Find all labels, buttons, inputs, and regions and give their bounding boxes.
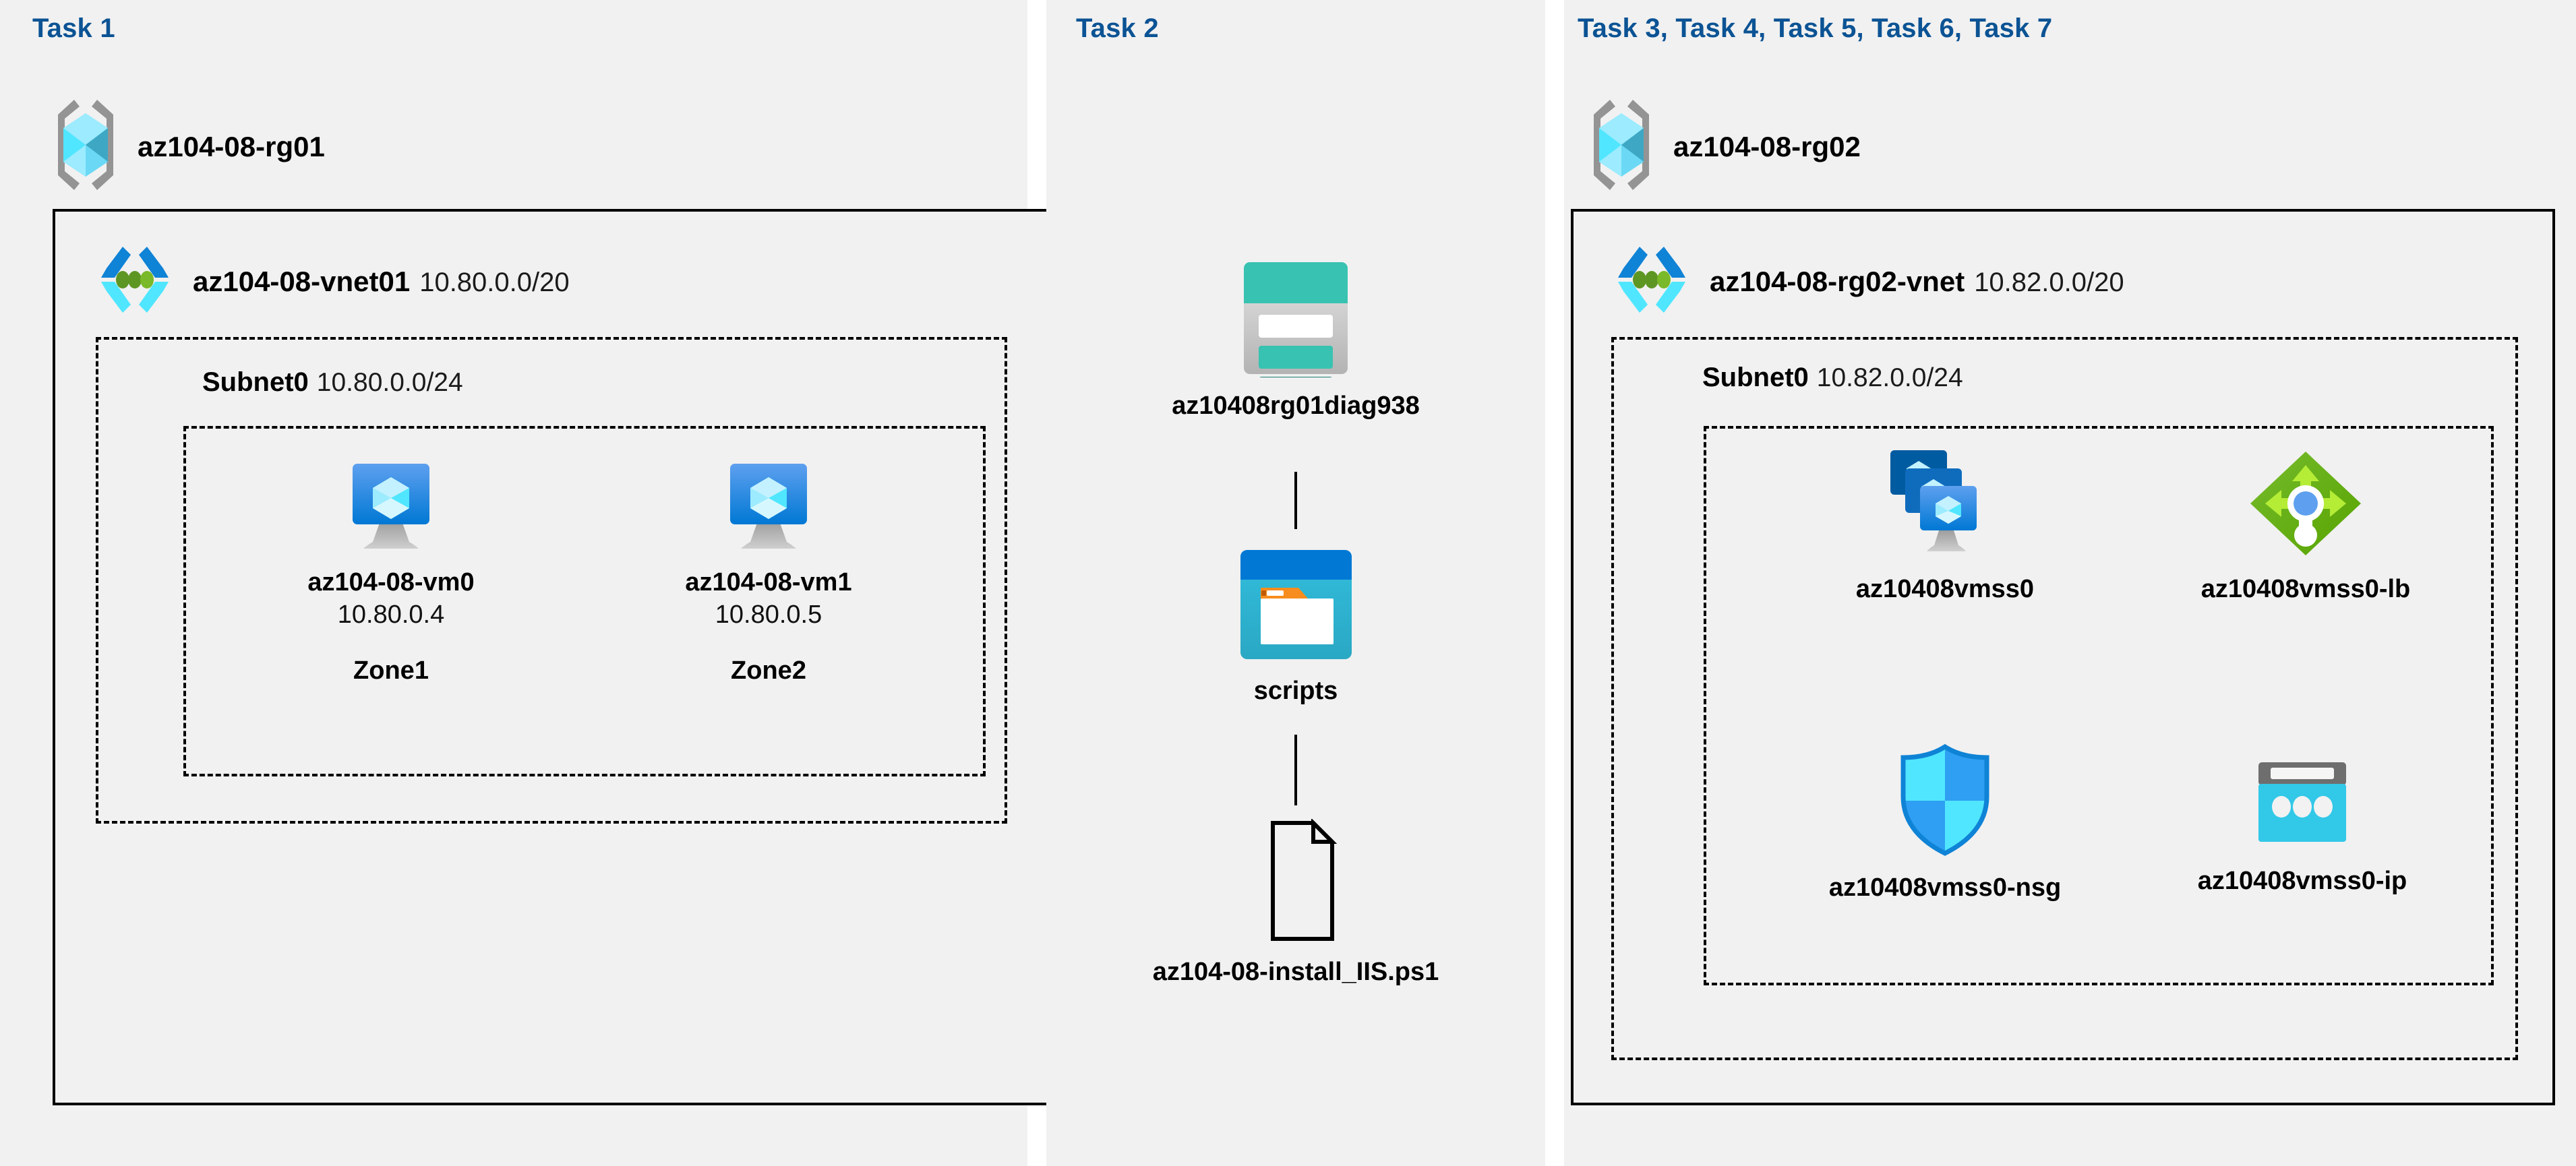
vm-scale-set-icon (1886, 446, 2004, 564)
task-label-1: Task 1 (32, 13, 115, 43)
vm-name: az104-08-vm1 (685, 568, 852, 596)
vm-scale-set-name: az10408vmss0 (1855, 575, 2035, 603)
task-label-2: Task 2 (1076, 13, 1159, 43)
subnet-box-task3 (1611, 337, 2518, 1060)
resource-group-icon (49, 94, 123, 199)
resource-group-rg02: az104-08-rg02 (1584, 94, 1861, 199)
vnet-name: az104-08-vnet01 (193, 265, 411, 297)
blob-container-icon (1234, 545, 1358, 666)
virtual-machine-icon (718, 453, 819, 557)
resource-group-rg01: az104-08-rg01 (49, 94, 325, 199)
subnet-name: Subnet0 (1702, 363, 1809, 392)
subnet-cidr: 10.82.0.0/24 (1816, 363, 1963, 392)
network-security-group-icon (1891, 741, 1999, 863)
vnet-box-rg02-vnet (1571, 209, 2555, 1105)
vm-node-vm1[interactable]: az104-08-vm1 10.80.0.5 Zone2 (647, 453, 890, 685)
vnet-header-rg02-vnet: az104-08-rg02-vnet 10.82.0.0/20 (1611, 243, 2124, 320)
storage-account-icon (1232, 259, 1360, 400)
public-ip-address-name: az10408vmss0-ip (2197, 867, 2407, 895)
vm-zone: Zone1 (353, 656, 429, 685)
task-label-3-to-7: Task 3, Task 4, Task 5, Task 6, Task 7 (1578, 13, 2053, 43)
vnet-header-vnet01: az104-08-vnet01 10.80.0.0/20 (94, 243, 570, 320)
vnet-name: az104-08-rg02-vnet (1710, 265, 1965, 297)
virtual-network-icon (94, 243, 175, 320)
storage-account-name: az10408rg01diag938 (1172, 392, 1420, 420)
public-ip-address-node[interactable]: az10408vmss0-ip (2157, 758, 2447, 896)
subnet-cidr: 10.80.0.0/24 (316, 368, 463, 397)
vm-zone: Zone2 (731, 656, 806, 685)
network-security-group-name: az10408vmss0-nsg (1828, 873, 2062, 902)
load-balancer-node[interactable]: az10408vmss0-lb (2157, 446, 2454, 605)
script-file-icon (1247, 818, 1345, 947)
connector-scripts-to-file (1294, 735, 1297, 805)
vm-scale-set-node[interactable]: az10408vmss0 (1820, 446, 2070, 605)
subnet-box-task1 (96, 337, 1007, 824)
public-ip-address-icon (2252, 758, 2353, 856)
vnet-cidr: 10.82.0.0/20 (1974, 267, 2124, 297)
load-balancer-icon (2245, 446, 2366, 564)
script-file-name: az104-08-install_IIS.ps1 (1152, 958, 1439, 986)
virtual-network-icon (1611, 243, 1692, 320)
connector-storage-to-scripts (1294, 472, 1297, 529)
availability-zone-box-task1 (183, 426, 986, 776)
virtual-machine-icon (340, 453, 442, 557)
script-file-node[interactable]: az104-08-install_IIS.ps1 (1153, 818, 1439, 987)
resource-group-name: az104-08-rg01 (138, 130, 325, 162)
blob-container-node[interactable]: scripts (1174, 545, 1417, 706)
vm-name: az104-08-vm0 (307, 568, 475, 596)
blob-container-name: scripts (1253, 677, 1338, 705)
vnet-cidr: 10.80.0.0/20 (419, 267, 570, 297)
vnet-label-group: az104-08-vnet01 10.80.0.0/20 (193, 266, 570, 298)
storage-account-node[interactable]: az10408rg01diag938 (1172, 259, 1420, 421)
vm-ip-address: 10.80.0.4 (337, 600, 445, 629)
vm-ip-address: 10.80.0.5 (715, 600, 822, 629)
vnet-label-group: az104-08-rg02-vnet 10.82.0.0/20 (1710, 266, 2124, 298)
resource-group-inner-box-task3 (1704, 426, 2494, 985)
vm-node-vm0[interactable]: az104-08-vm0 10.80.0.4 Zone1 (270, 453, 512, 685)
resource-group-name: az104-08-rg02 (1673, 130, 1861, 162)
network-security-group-node[interactable]: az10408vmss0-nsg (1793, 741, 2097, 903)
resource-group-icon (1584, 94, 1658, 199)
load-balancer-name: az10408vmss0-lb (2200, 575, 2411, 603)
subnet-name: Subnet0 (202, 367, 309, 397)
